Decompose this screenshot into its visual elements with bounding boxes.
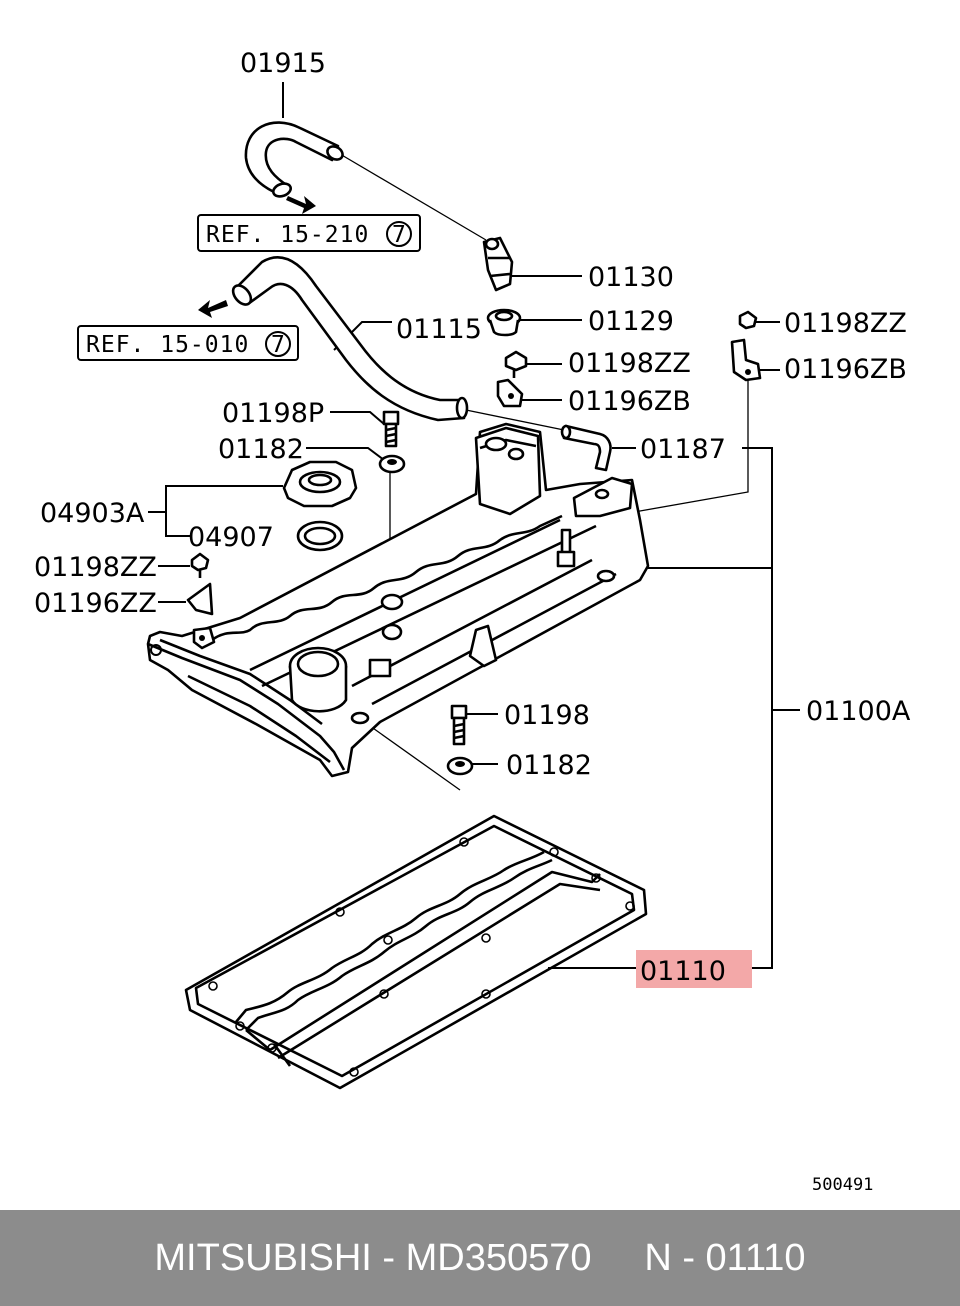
bolt-01198: [450, 704, 468, 746]
hose-01915: [244, 121, 344, 198]
bolt-01198zz-left: [190, 552, 210, 578]
ref-box-15-210: REF. 15-210 7: [197, 214, 421, 252]
highlight-box: [636, 950, 752, 988]
oil-filler-cap-04903a: [282, 460, 358, 508]
label-01110: 01110: [640, 956, 726, 987]
label-01182-top: 01182: [218, 434, 304, 465]
grommet-01129: [486, 308, 522, 337]
o-ring-04907: [296, 520, 344, 552]
ref-circle-number: 7: [392, 222, 407, 248]
label-01129: 01129: [588, 306, 674, 337]
label-01196zz: 01196ZZ: [34, 588, 157, 619]
bolt-01198zz-right: [738, 310, 758, 330]
label-01915: 01915: [240, 48, 326, 79]
bolt-01198zz-middle: [504, 350, 528, 378]
bracket-01196zb-right: [730, 338, 762, 382]
label-01100a: 01100A: [806, 696, 911, 727]
footer-bar: MITSUBISHI - MD350570 N - 01110: [0, 1210, 960, 1306]
label-01182-bottom: 01182: [506, 750, 592, 781]
footer-caption: MITSUBISHI - MD350570 N - 01110: [154, 1236, 806, 1279]
label-04903a: 04903A: [40, 498, 145, 529]
arrow-icon: [286, 196, 316, 214]
arrow-icon: [198, 300, 228, 318]
bracket-01196zz: [186, 582, 214, 616]
rocker-cover-01100a: [146, 422, 650, 778]
ref-circle-number: 7: [271, 332, 286, 358]
label-04907: 04907: [188, 522, 274, 553]
pcv-valve-01130: [482, 236, 514, 292]
label-01196zb-right: 01196ZB: [784, 354, 907, 385]
ref-text: REF. 15-210: [206, 222, 369, 248]
washer-01182-top: [378, 454, 406, 474]
label-01198zz-right: 01198ZZ: [784, 308, 907, 339]
ref-text: REF. 15-010: [86, 332, 249, 358]
parts-diagram: REF. 15-210 7 REF. 15-010 7: [34, 48, 911, 1195]
label-01130: 01130: [588, 262, 674, 293]
washer-01182-bottom: [446, 756, 474, 776]
bracket-01196zb-middle: [496, 378, 524, 408]
label-01198: 01198: [504, 700, 590, 731]
gasket-01110: [184, 814, 648, 1090]
label-01198p: 01198P: [222, 398, 324, 429]
diagram-canvas: REF. 15-210 7 REF. 15-010 7: [34, 48, 911, 1195]
label-01198zz-middle: 01198ZZ: [568, 348, 691, 379]
label-01187: 01187: [640, 434, 726, 465]
image-code: 500491: [812, 1175, 873, 1195]
label-01196zb-middle: 01196ZB: [568, 386, 691, 417]
label-01198zz-left: 01198ZZ: [34, 552, 157, 583]
label-01115: 01115: [396, 314, 482, 345]
ref-box-15-010: REF. 15-010 7: [77, 325, 299, 361]
tube-01187: [560, 424, 612, 472]
hose-01115: [231, 256, 469, 422]
bolt-01198p: [382, 410, 400, 448]
